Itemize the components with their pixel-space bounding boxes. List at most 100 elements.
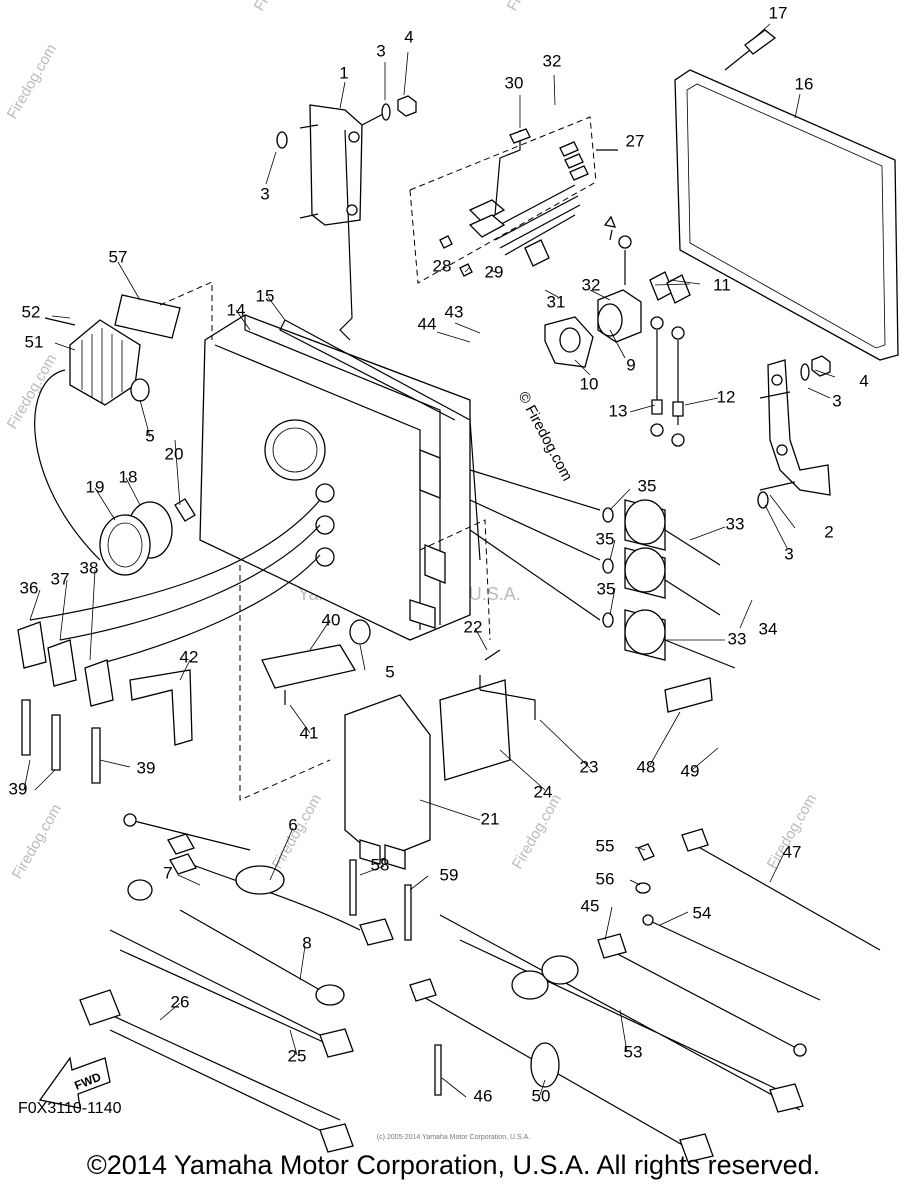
callout-35b: 35 <box>596 529 615 548</box>
copyright-footer: ©2014 Yamaha Motor Corporation, U.S.A. A… <box>86 1150 821 1180</box>
bracket-1 <box>299 104 363 341</box>
footer-fine-print: (c) 2005-2014 Yamaha Motor Corporation, … <box>376 1134 531 1141</box>
callout-18: 18 <box>119 467 138 486</box>
screw-22 <box>484 649 501 661</box>
dash-57 <box>159 281 213 340</box>
harness-53 <box>439 914 804 1113</box>
tie-58 <box>349 859 357 916</box>
callout-52: 52 <box>22 302 41 321</box>
harness-27 <box>439 128 589 277</box>
callout-35c: 35 <box>597 579 616 598</box>
callout-3a: 3 <box>376 41 385 60</box>
ignition-coils-33 <box>469 469 736 669</box>
callout-55: 55 <box>596 836 615 855</box>
washer-56 <box>635 882 651 894</box>
callout-2: 2 <box>824 522 833 541</box>
callout-47: 47 <box>783 842 802 861</box>
watermark-tile: Firedog.com <box>4 351 60 432</box>
callout-50: 50 <box>532 1086 551 1105</box>
callout-3b: 3 <box>260 184 269 203</box>
callout-56: 56 <box>596 869 615 888</box>
callout-22: 22 <box>464 617 483 636</box>
callout-11: 11 <box>713 275 731 294</box>
callout-33b: 33 <box>728 629 747 648</box>
callout-26: 26 <box>171 992 190 1011</box>
harness-8 <box>127 879 345 1006</box>
watermark-tile: Firedog.com <box>251 0 307 14</box>
label-57 <box>114 294 181 339</box>
callout-31: 31 <box>547 292 566 311</box>
callout-36: 36 <box>20 578 39 597</box>
callout-12: 12 <box>717 387 736 406</box>
bar-15 <box>279 319 481 561</box>
callout-54: 54 <box>693 903 712 922</box>
holder-40 <box>261 644 357 689</box>
bolt-55 <box>637 843 655 861</box>
callout-16: 16 <box>795 74 814 93</box>
watermark-side: © Firedog.com <box>514 389 575 484</box>
bracket-24 <box>439 679 511 781</box>
tie-59 <box>404 884 412 941</box>
cover-42 <box>129 669 193 746</box>
leader-lines <box>23 23 836 1098</box>
callout-3d: 3 <box>784 544 793 563</box>
callout-59: 59 <box>440 865 459 884</box>
callout-21: 21 <box>481 809 500 828</box>
callout-53: 53 <box>624 1042 643 1061</box>
callout-labels: 1 2 3 3 3 3 4 4 5 5 6 7 8 9 10 11 12 13 … <box>9 3 869 1105</box>
callout-1: 1 <box>339 63 348 82</box>
harness-47 <box>681 828 881 951</box>
callout-17: 17 <box>769 3 788 22</box>
callout-46: 46 <box>474 1086 493 1105</box>
harness-25-26 <box>79 929 354 1153</box>
callout-33a: 33 <box>726 514 745 533</box>
callout-5b: 5 <box>385 662 394 681</box>
callout-20: 20 <box>165 444 184 463</box>
watermark-tile: Firedog.com <box>9 801 65 882</box>
relay-9 <box>597 215 642 343</box>
callout-27: 27 <box>626 131 645 150</box>
callout-8: 8 <box>302 933 311 952</box>
boots-11 <box>649 271 691 304</box>
callout-24: 24 <box>534 782 553 801</box>
clip-23 <box>479 675 536 720</box>
cover-10 <box>544 316 594 368</box>
callout-29: 29 <box>485 262 504 281</box>
callout-40: 40 <box>322 610 341 629</box>
sensor-6 <box>123 813 394 946</box>
dashed-group-27 <box>409 116 597 284</box>
callout-10: 10 <box>580 374 599 393</box>
callout-32a: 32 <box>543 51 562 70</box>
callout-39b: 39 <box>137 758 156 777</box>
ecu-21 <box>344 694 431 870</box>
bracket-48 <box>664 677 713 713</box>
cables-12-13 <box>650 316 685 447</box>
bracket-2 <box>757 355 831 509</box>
dash-mid <box>419 519 491 641</box>
callout-48: 48 <box>637 757 656 776</box>
callout-5a: 5 <box>145 426 154 445</box>
callout-15: 15 <box>256 286 275 305</box>
washer-nut-3-4 <box>276 95 417 149</box>
callout-4b: 4 <box>859 371 868 390</box>
callout-19: 19 <box>86 477 105 496</box>
dash-lower <box>239 565 331 801</box>
callout-35a: 35 <box>638 476 657 495</box>
watermark-tile: Firedog.com <box>4 41 60 122</box>
callout-7: 7 <box>163 863 172 882</box>
callout-37: 37 <box>51 569 70 588</box>
tie-46 <box>434 1044 442 1096</box>
callout-45: 45 <box>581 896 600 915</box>
callout-58: 58 <box>371 855 390 874</box>
callout-34: 34 <box>759 619 778 638</box>
fwd-arrow: FWD <box>38 1056 111 1109</box>
harness-54 <box>642 914 821 1001</box>
knob-18-19 <box>99 498 196 576</box>
callout-6: 6 <box>288 815 297 834</box>
callout-9: 9 <box>626 355 635 374</box>
callout-49: 49 <box>681 761 700 780</box>
callout-51: 51 <box>25 332 44 351</box>
callout-30: 30 <box>505 73 524 92</box>
callout-32b: 32 <box>582 275 601 294</box>
